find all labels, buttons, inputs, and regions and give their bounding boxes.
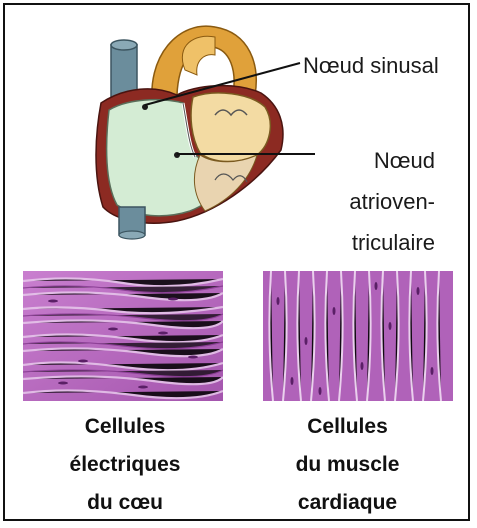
- muscle-cells-micrograph: [263, 271, 453, 401]
- av-node-label: Nœud atrioven- triculaire: [305, 140, 435, 263]
- av-node-label-line3: triculaire: [305, 222, 435, 263]
- muscle-cells-caption-line3: cardiaque: [255, 484, 440, 522]
- sinus-node-label: Nœud sinusal: [303, 51, 439, 81]
- muscle-cells-caption-line2: du muscle: [255, 446, 440, 484]
- av-node-label-line2: atrioven-: [305, 181, 435, 222]
- diagram-frame: Nœud sinusal Nœud atrioven- triculaire: [3, 3, 470, 521]
- electrical-cells-micrograph: [23, 271, 223, 401]
- muscle-cells-caption: Cellules du muscle cardiaque: [255, 408, 440, 522]
- electrical-cells-caption-line3: du cœu: [25, 484, 225, 522]
- electrical-cells-caption-line2: électriques: [25, 446, 225, 484]
- electrical-cells-caption: Cellules électriques du cœu: [25, 408, 225, 522]
- sinus-node-leader: [145, 63, 300, 105]
- muscle-cells-caption-line1: Cellules: [255, 408, 440, 446]
- av-node-label-line1: Nœud: [305, 140, 435, 181]
- electrical-cells-caption-line1: Cellules: [25, 408, 225, 446]
